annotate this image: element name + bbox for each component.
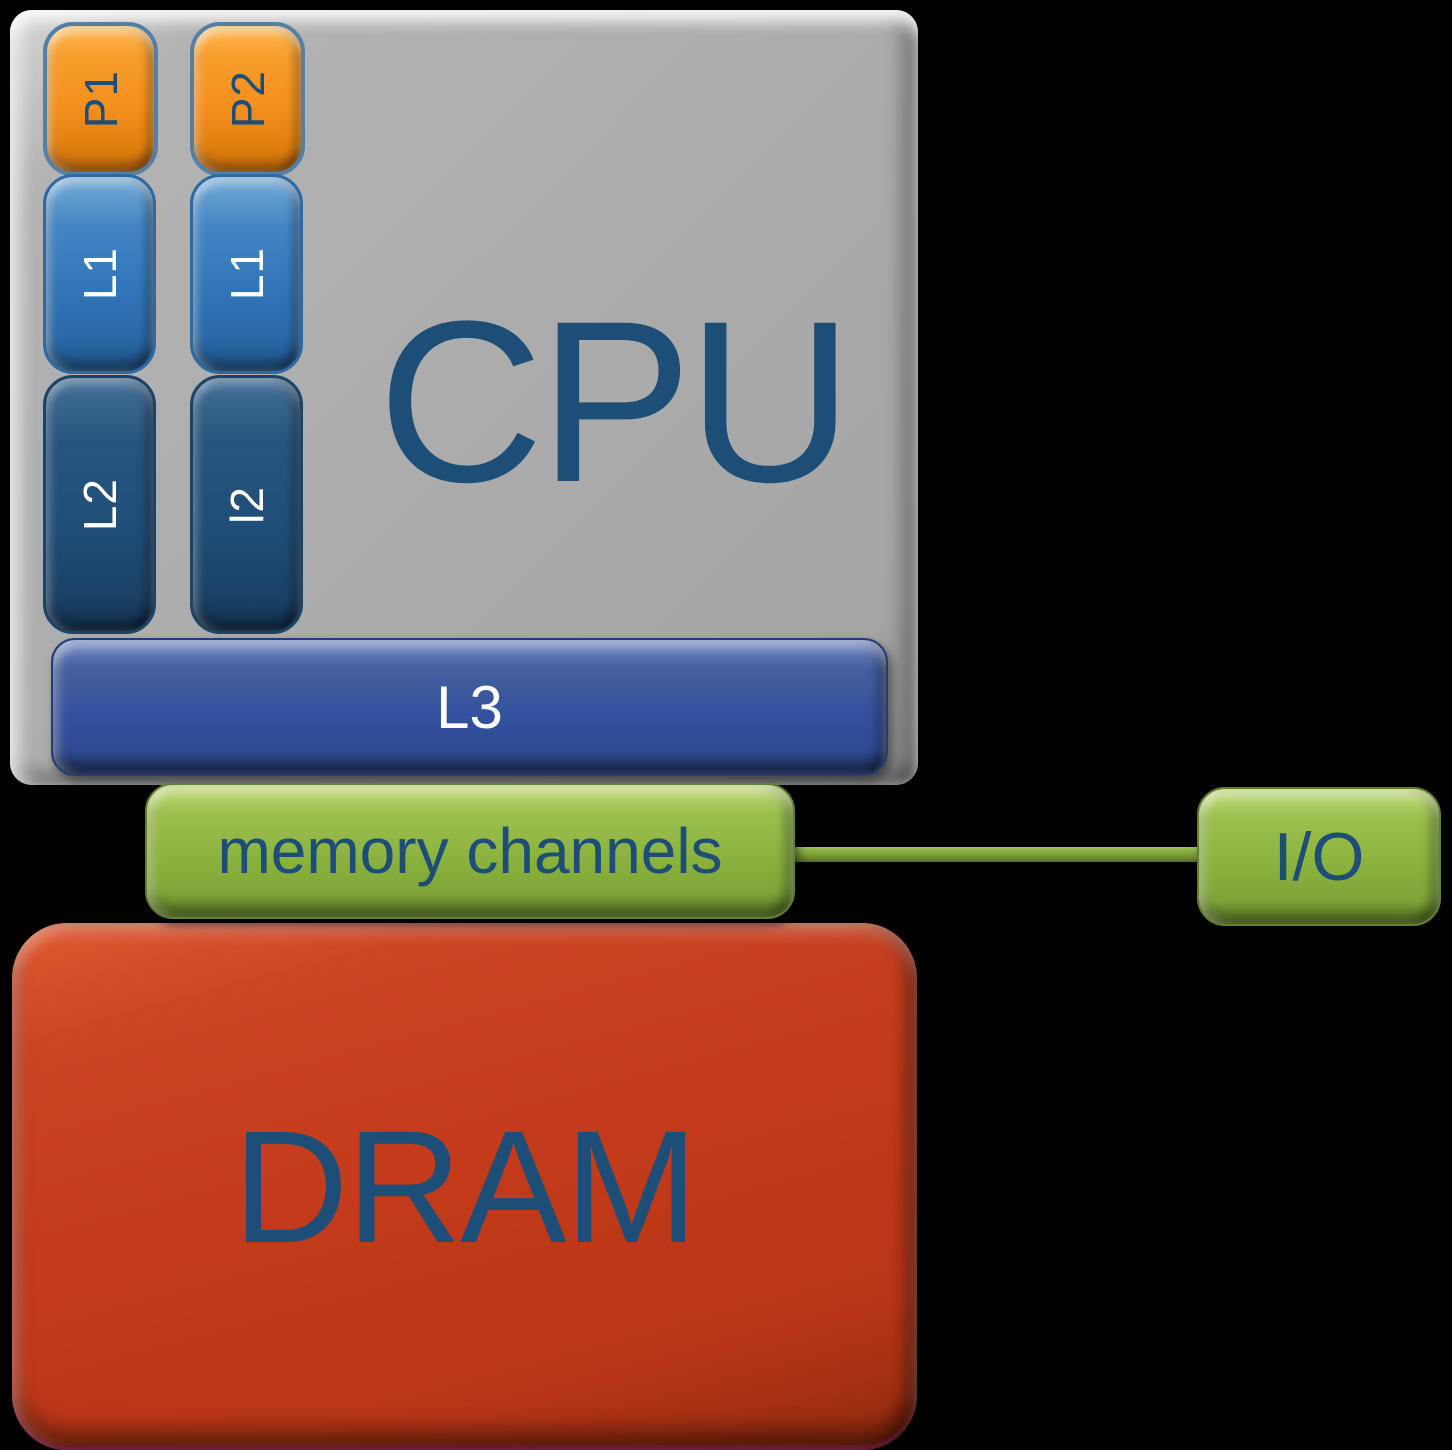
memory-channels-label: memory channels (217, 815, 723, 887)
l2-cache-core1-box: L2 (43, 375, 156, 634)
l1-cache-core1-box: L1 (43, 174, 156, 374)
io-label: I/O (1273, 818, 1365, 895)
l2-cache-core1-label: L2 (73, 477, 126, 532)
io-box: I/O (1197, 787, 1441, 926)
processor-p2-label: P2 (221, 69, 274, 129)
l1-cache-core2-box: L1 (190, 174, 303, 374)
processor-p1-box: P1 (43, 22, 158, 176)
l1-cache-core1-label: L1 (73, 247, 126, 301)
l3-cache-bar: L3 (51, 638, 888, 776)
processor-p1-label: P1 (74, 69, 127, 129)
cpu-label: CPU (377, 273, 854, 530)
processor-p2-box: P2 (190, 22, 305, 176)
memory-io-connector-line (788, 847, 1200, 862)
l1-cache-core2-label: L1 (220, 247, 273, 301)
l2-cache-core2-box: l2 (190, 375, 303, 634)
l3-cache-label: L3 (436, 673, 503, 741)
memory-channels-box: memory channels (145, 783, 795, 919)
dram-box: DRAM (12, 923, 917, 1450)
dram-label: DRAM (232, 1096, 698, 1276)
l2-cache-core2-label: l2 (220, 485, 273, 524)
